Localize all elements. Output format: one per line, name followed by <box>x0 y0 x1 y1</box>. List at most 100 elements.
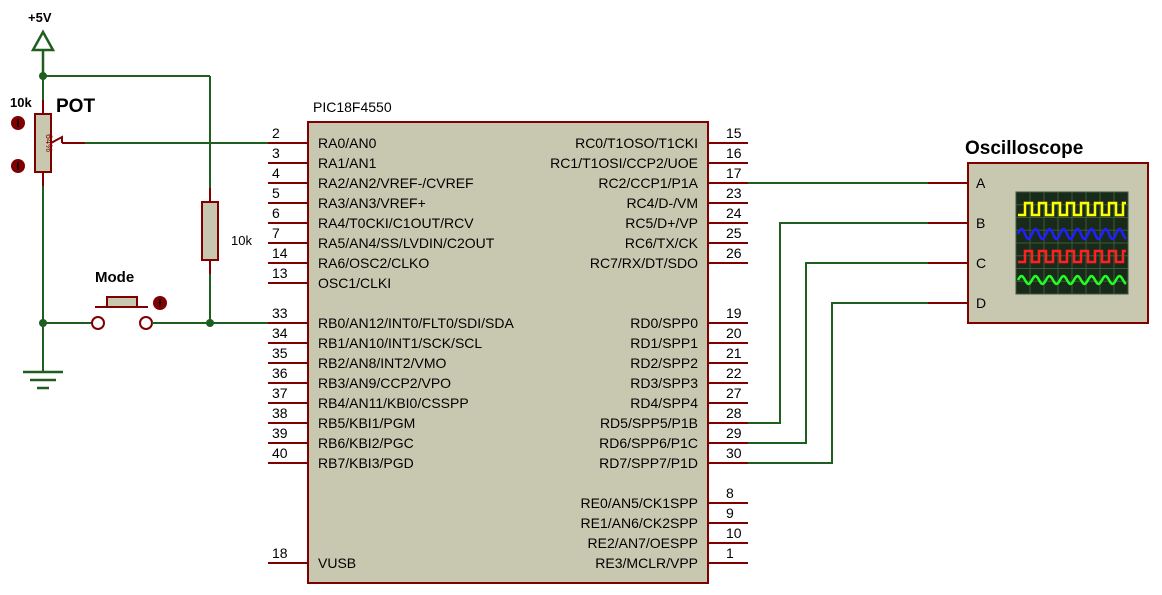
potentiometer[interactable]: 64% <box>34 100 85 186</box>
ground-icon <box>23 370 63 390</box>
pin-name: VUSB <box>318 555 356 571</box>
scope-channel-input[interactable]: A <box>928 175 986 191</box>
pin-name: OSC1/CLKI <box>318 275 391 291</box>
mcu-body <box>307 121 709 584</box>
mcu-left-pins: 2RA0/AN03RA1/AN14RA2/AN2/VREF-/CVREF5RA3… <box>268 125 514 571</box>
channel-label: D <box>976 295 986 311</box>
channel-label: C <box>976 255 986 271</box>
wire-ch-c <box>748 262 928 444</box>
pin-name: RD1/SPP1 <box>630 335 698 351</box>
pin-number: 26 <box>726 245 742 261</box>
trace-c <box>1018 249 1126 264</box>
scope-title: Oscilloscope <box>965 138 1083 159</box>
pin-number: 3 <box>272 145 280 161</box>
mcu-name-label: PIC18F4550 <box>313 99 392 115</box>
pin-name: RD2/SPP2 <box>630 355 698 371</box>
pin-number: 5 <box>272 185 280 201</box>
pin-name: RD6/SPP6/P1C <box>599 435 698 451</box>
wire-ch-d <box>748 302 928 464</box>
pin-number: 14 <box>272 245 288 261</box>
pin-name: RA3/AN3/VREF+ <box>318 195 426 211</box>
pin-number: 37 <box>272 385 288 401</box>
pin-name: RB2/AN8/INT2/VMO <box>318 355 446 371</box>
pin-number: 22 <box>726 365 742 381</box>
pin-name: RD3/SPP3 <box>630 375 698 391</box>
trace-b <box>1016 227 1127 241</box>
pin-number: 20 <box>726 325 742 341</box>
pot-decrement-icon[interactable] <box>11 159 25 173</box>
input-circuit: +5V 64% 10k POT <box>10 10 268 390</box>
pin-name: RB4/AN11/KBI0/CSSPP <box>318 395 469 411</box>
scope-channel-input[interactable]: B <box>928 215 985 231</box>
pin-number: 27 <box>726 385 742 401</box>
pin-name: RC7/RX/DT/SDO <box>590 255 698 271</box>
pin-name: RE3/MCLR/VPP <box>595 555 698 571</box>
pin-name: RB7/KBI3/PGD <box>318 455 414 471</box>
pin-name: RC6/TX/CK <box>625 235 699 251</box>
oscilloscope[interactable]: Oscilloscope A B C D <box>928 138 1149 324</box>
pin-name: RD5/SPP5/P1B <box>600 415 698 431</box>
pin-number: 28 <box>726 405 742 421</box>
trace-a <box>1018 201 1126 217</box>
pin-number: 39 <box>272 425 288 441</box>
pin-number: 35 <box>272 345 288 361</box>
mode-pushbutton[interactable] <box>91 296 153 330</box>
pin-number: 36 <box>272 365 288 381</box>
scope-channels: A B C D <box>928 175 986 311</box>
pin-name: RB1/AN10/INT1/SCK/SCL <box>318 335 482 351</box>
pin-name: RE1/AN6/CK2SPP <box>581 515 699 531</box>
scope-channel-input[interactable]: C <box>928 255 986 271</box>
pin-number: 25 <box>726 225 742 241</box>
scope-screen <box>1015 191 1129 295</box>
button-toggle-icon[interactable] <box>153 296 167 310</box>
pin-name: RC0/T1OSO/T1CKI <box>575 135 698 151</box>
scope-channel-input[interactable]: D <box>928 295 986 311</box>
pin-number: 21 <box>726 345 742 361</box>
pin-name: RA5/AN4/SS/LVDIN/C2OUT <box>318 235 495 251</box>
output-wires <box>748 182 928 464</box>
pic-microcontroller[interactable]: PIC18F4550 2RA0/AN03RA1/AN14RA2/AN2/VREF… <box>268 99 749 584</box>
power-label: +5V <box>28 10 52 25</box>
pin-name: RB0/AN12/INT0/FLT0/SDI/SDA <box>318 315 514 331</box>
pin-number: 30 <box>726 445 742 461</box>
pin-name: RA0/AN0 <box>318 135 377 151</box>
pot-increment-icon[interactable] <box>11 116 25 130</box>
